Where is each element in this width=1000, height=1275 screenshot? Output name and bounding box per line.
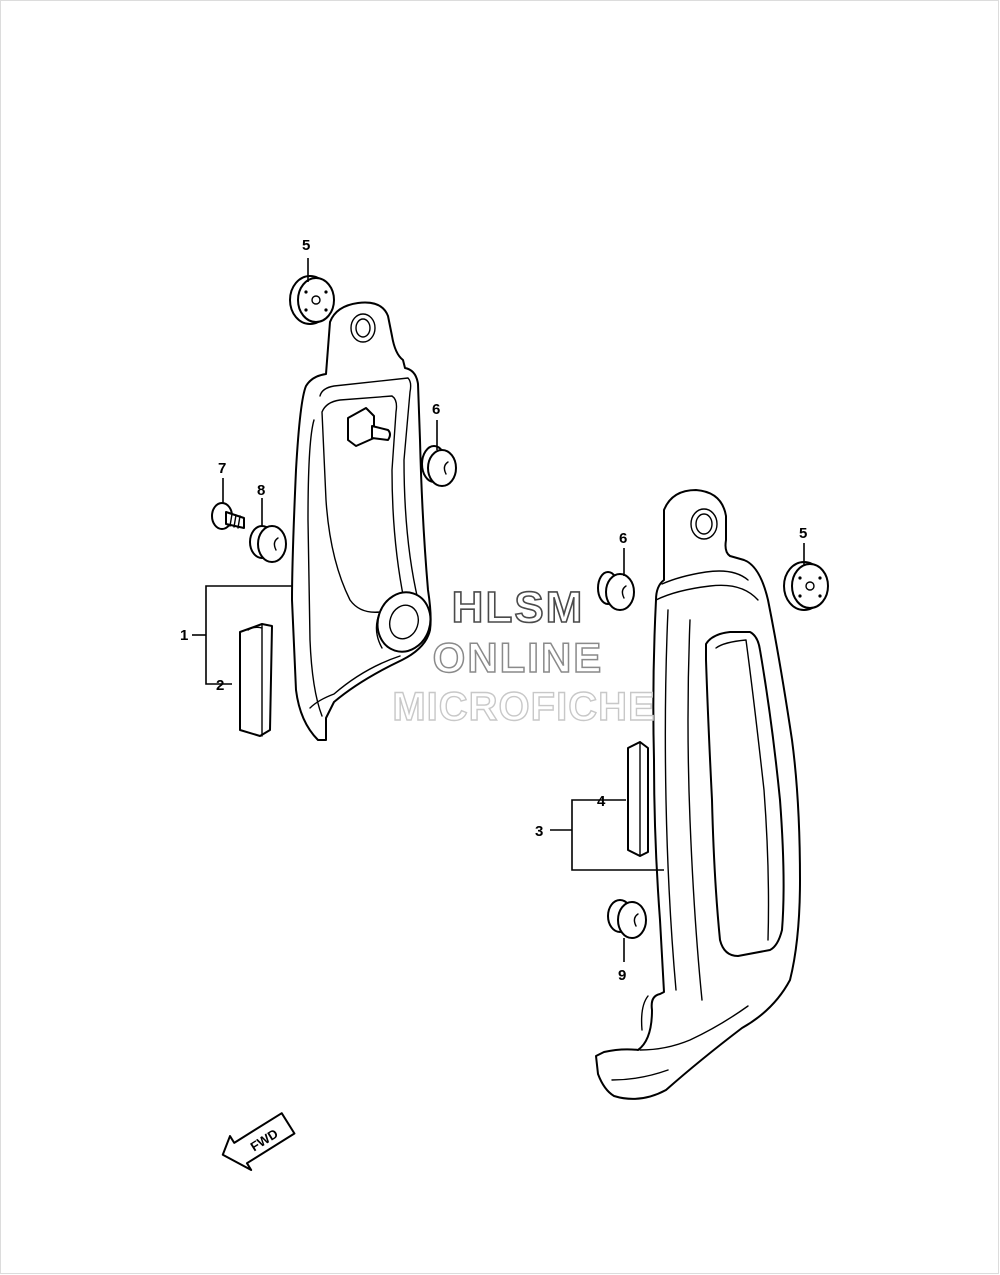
callout-1: 1: [180, 627, 188, 644]
bushing-9: [607, 899, 647, 939]
watermark-line-2: ONLINE: [433, 634, 604, 681]
grommet-5-left: [289, 275, 335, 325]
left-bracket: [291, 301, 432, 741]
grommet-5-right: [783, 561, 829, 611]
strip-4: [627, 741, 649, 857]
callout-3: 3: [535, 823, 543, 840]
watermark: HLSM ONLINE MICROFICHE: [392, 582, 656, 730]
collar-8: [249, 525, 287, 563]
callout-9: 9: [618, 967, 626, 984]
bushing-6-right: [597, 571, 635, 611]
fwd-arrow-icon: FWD: [221, 1112, 296, 1171]
watermark-line-1: HLSM: [452, 583, 585, 632]
leader-lines: [192, 258, 805, 962]
callout-8: 8: [257, 482, 265, 499]
strip-2: [239, 623, 273, 737]
right-bracket: [595, 489, 801, 1100]
callout-5-right: 5: [799, 525, 807, 542]
bushing-6-left: [421, 445, 457, 487]
callout-6-right: 6: [619, 530, 627, 547]
callout-6-left: 6: [432, 401, 440, 418]
callout-5-left: 5: [302, 237, 310, 254]
callout-4: 4: [597, 793, 606, 810]
callout-7: 7: [218, 460, 226, 477]
callout-2: 2: [216, 677, 224, 694]
bolt-7: [211, 502, 245, 530]
watermark-line-3: MICROFICHE: [392, 685, 655, 729]
